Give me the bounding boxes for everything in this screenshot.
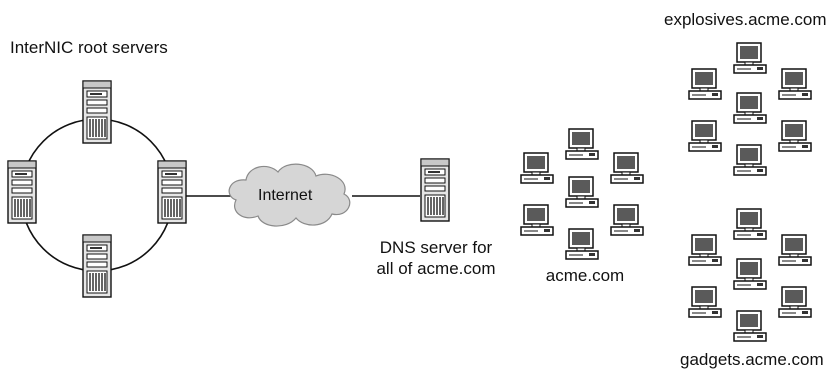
root-server-left-icon — [7, 160, 37, 224]
pc-icon — [610, 152, 644, 184]
dns-server-label-line1: DNS server for — [379, 238, 493, 257]
pc-icon — [733, 92, 767, 124]
root-server-bottom-icon — [82, 234, 112, 298]
gadgets-cluster — [688, 208, 812, 342]
gadgets-domain-label: gadgets.acme.com — [680, 350, 824, 369]
internet-label: Internet — [258, 187, 313, 204]
pc-icon — [778, 68, 812, 100]
acme-domain-label: acme.com — [545, 266, 625, 285]
pc-icon — [733, 42, 767, 74]
dns-server-label-line2: all of acme.com — [376, 259, 496, 278]
pc-icon — [733, 208, 767, 240]
pc-icon — [778, 120, 812, 152]
pc-icon — [565, 176, 599, 208]
pc-icon — [733, 144, 767, 176]
root-servers-label: InterNIC root servers — [10, 38, 168, 57]
pc-icon — [520, 204, 554, 236]
root-server-right-icon — [157, 160, 187, 224]
pc-icon — [565, 228, 599, 260]
explosives-domain-label: explosives.acme.com — [664, 10, 827, 29]
pc-icon — [688, 234, 722, 266]
pc-icon — [688, 68, 722, 100]
pc-icon — [520, 152, 554, 184]
explosives-cluster — [688, 42, 812, 176]
pc-icon — [778, 234, 812, 266]
pc-icon — [778, 286, 812, 318]
pc-icon — [688, 120, 722, 152]
root-server-top-icon — [82, 80, 112, 144]
pc-icon — [733, 258, 767, 290]
pc-icon — [688, 286, 722, 318]
pc-icon — [733, 310, 767, 342]
pc-icon — [610, 204, 644, 236]
acme-cluster — [520, 128, 644, 260]
internet-cloud-icon — [228, 163, 351, 227]
dns-server-icon — [420, 158, 450, 222]
pc-icon — [565, 128, 599, 160]
